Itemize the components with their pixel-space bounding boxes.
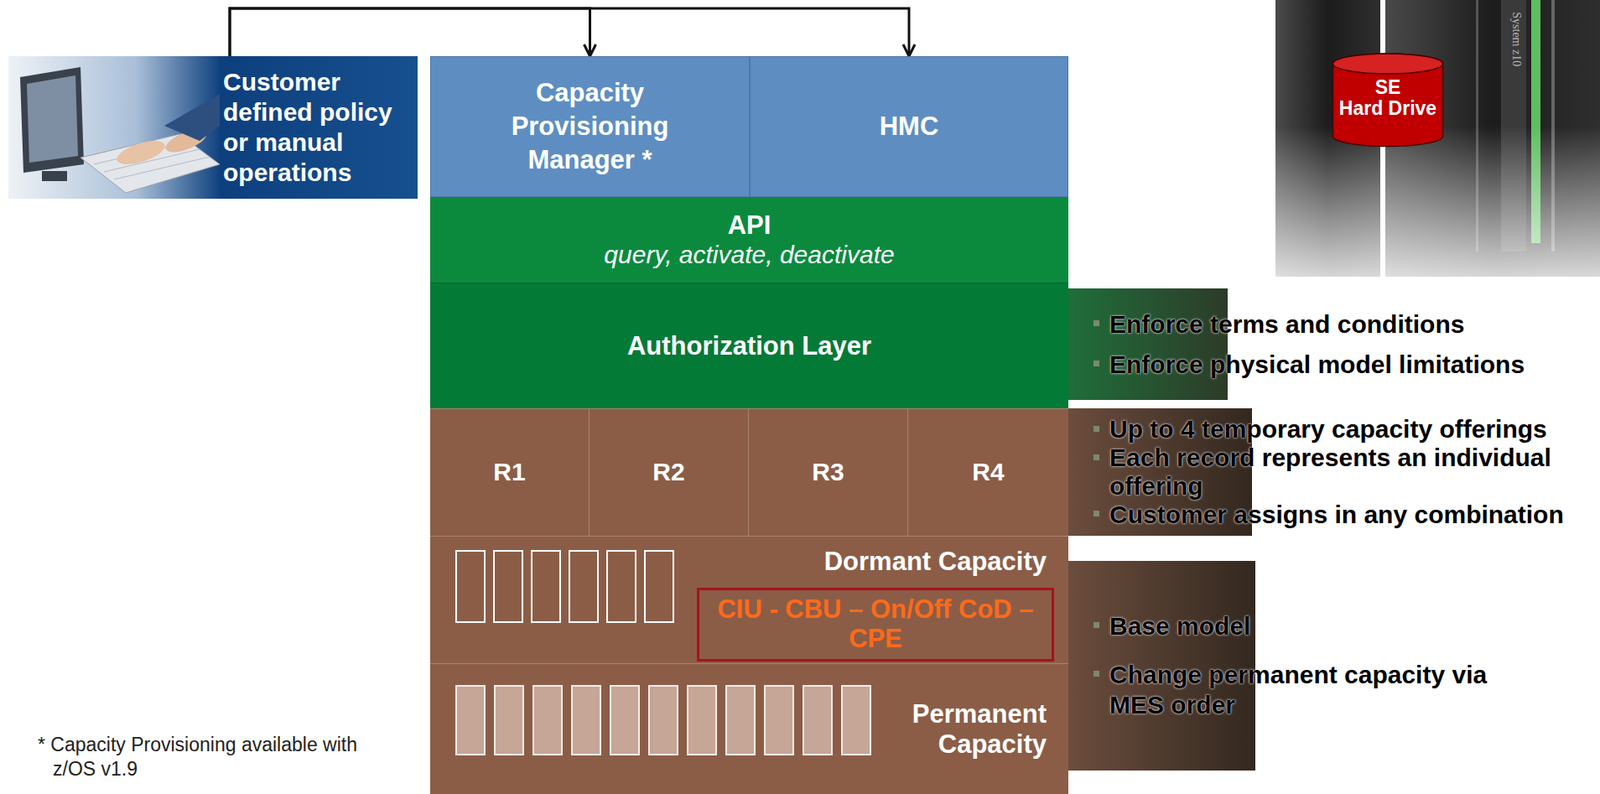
permanent-engine [456,685,871,755]
band-title: Authorization Layer [627,331,872,362]
operator-photo [80,134,220,193]
permanent-engine [726,685,755,755]
note-box: Enforce terms and conditionsEnforce phys… [1068,288,1597,400]
permanent-band: Permanent Capacity [430,663,1069,794]
permanent-engine [841,685,871,755]
note-text: Base model [1109,611,1251,642]
operator-photo [93,141,190,165]
note-text: Customer assigns in any combination [1109,500,1564,530]
operator-photo [20,67,84,173]
footnote: * Capacity Provisioning available with z… [37,732,382,782]
mainframe-photo [1501,0,1527,252]
permanent-engine [803,685,832,755]
record-name: R3 [811,457,844,488]
operator-photo [114,135,168,169]
dormant-engine [607,550,636,623]
permanent-engine [764,685,794,755]
record-name: R2 [652,457,685,488]
permanent-engine [610,685,639,755]
offering-list: CIU - CBU – On/Off CoD – CPE [701,595,1050,654]
band-title: Permanent Capacity [895,699,1047,759]
permanent-engine [533,685,562,755]
cylinder-top [1333,53,1444,74]
record-cell: R1 [430,408,590,536]
record-cell: R2 [589,408,749,536]
connector-arrow [229,8,591,57]
dormant-engine [531,550,561,623]
permanent-engine [456,685,485,755]
dormant-engine [456,550,674,623]
operator-photo [103,149,200,172]
operator-photo [26,75,78,163]
operator-photo [114,156,210,180]
dormant-engine [456,550,485,623]
note-text: Change permanent capacity via MES order [1109,659,1529,721]
dormant-band: Dormant CapacityCIU - CBU – On/Off CoD –… [430,535,1069,664]
record-name: R1 [493,457,525,488]
operator-photo [162,124,210,157]
note-text: Up to 4 temporary capacity offerings [1109,415,1548,444]
operator-photo [164,93,220,141]
mainframe-photo [1551,0,1555,252]
box-title: Capacity Provisioning Manager * [485,76,696,177]
hard-drive-cylinder: SE Hard Drive [1331,53,1445,148]
permanent-engine [494,685,524,755]
dormant-engine [644,550,674,623]
offering-box: CIU - CBU – On/Off CoD – CPE [696,587,1055,662]
console-box: HMC [749,56,1069,198]
connector-arrow [229,8,910,57]
label-wrap: System z10 [1508,5,1524,73]
mainframe-photo [1475,0,1479,252]
permanent-engine [649,685,678,755]
line-spacer [1335,77,1370,99]
mainframe-photo [1270,125,1600,311]
dormant-engine [493,550,523,623]
record-cell: R4 [908,408,1069,536]
mainframe-photo [1531,0,1541,244]
manager-box: Capacity Provisioning Manager * [430,56,750,198]
dormant-engine [569,550,598,623]
note-box: Up to 4 temporary capacity offeringsEach… [1068,408,1597,536]
permanent-engine [571,685,601,755]
record-name: R4 [971,457,1004,488]
policy-box: Customer defined policy or manual operat… [219,56,418,199]
band-title: API [727,210,772,241]
permanent-engine [687,685,717,755]
authorization-band: Authorization Layer [430,282,1069,409]
cylinder-label: SE Hard Drive [1335,77,1440,120]
operator-photo [8,56,222,199]
note-text: Each record represents an individual off… [1109,443,1594,501]
operator-photo [8,56,222,199]
box-title: HMC [879,109,940,144]
note-text: Enforce physical model limitations [1109,350,1525,380]
product-mark: System z10 [1508,5,1524,73]
api-band: APIquery, activate, deactivate [430,197,1069,283]
label-wrap: * Capacity Provisioning available with z… [37,732,382,782]
operator-photo [41,171,68,182]
mainframe-photo [1270,0,1600,311]
record-cell: R3 [748,408,909,536]
note-box: Base modelChange permanent capacity via … [1068,561,1597,771]
policy-text: Customer defined policy or manual operat… [223,67,415,188]
cylinder-body [1333,53,1444,147]
band-title: Dormant Capacity [824,546,1047,577]
line-spacer [1406,77,1440,99]
band-subtitle: query, activate, deactivate [603,240,894,271]
note-text: Enforce terms and conditions [1109,310,1465,339]
